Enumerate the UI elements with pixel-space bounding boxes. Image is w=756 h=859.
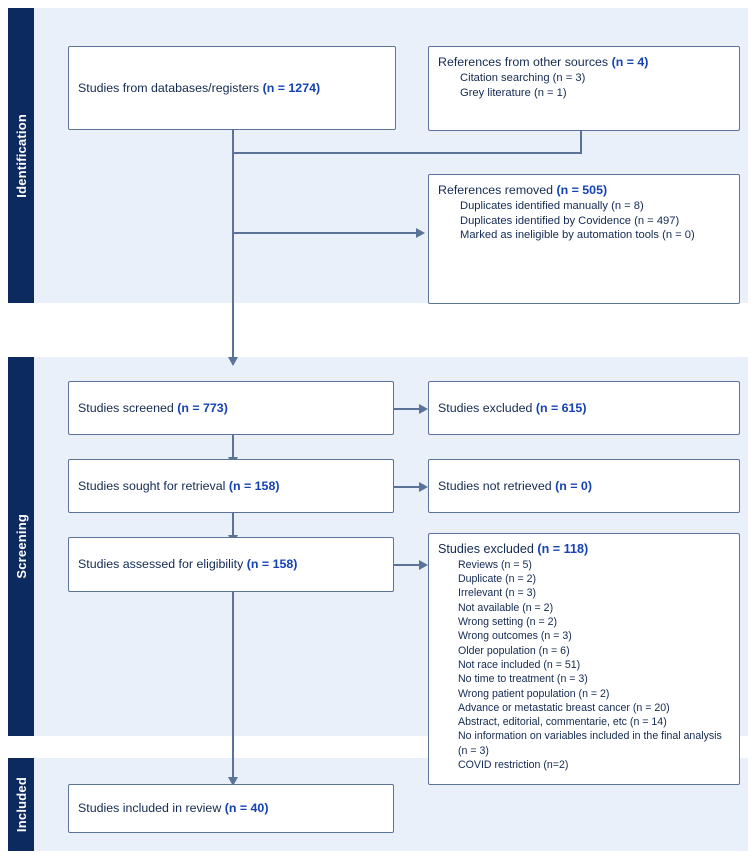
connector-other-sources-down: [580, 131, 582, 153]
connector-references-removed: [232, 232, 417, 234]
arrow-to-excluded-screened: [419, 403, 428, 414]
node-studies-not-retrieved[interactable]: Studies not retrieved (n = 0): [428, 459, 740, 513]
node-sought-retrieval-count: (n = 158): [228, 478, 280, 493]
node-excluded-eligibility-item-6: Wrong outcomes (n = 3): [458, 630, 572, 643]
node-excluded-eligibility-item-7: Older population (n = 6): [458, 644, 570, 657]
node-not-retrieved-title: Studies not retrieved: [438, 478, 552, 493]
node-included-review-count: (n = 40): [224, 801, 269, 816]
stage-label-identification: Identification: [13, 113, 29, 198]
arrow-to-references-removed: [416, 227, 425, 238]
node-studies-sought-retrieval[interactable]: Studies sought for retrieval (n = 158): [68, 459, 394, 513]
node-references-other-sources[interactable]: References from other sources (n = 4) Ci…: [428, 46, 740, 131]
node-excluded-screened-title: Studies excluded: [438, 400, 533, 415]
node-studies-assessed-eligibility[interactable]: Studies assessed for eligibility (n = 15…: [68, 537, 394, 592]
arrow-to-not-retrieved: [419, 481, 428, 492]
arrow-to-excluded-eligibility: [419, 559, 428, 570]
node-studies-excluded-screened[interactable]: Studies excluded (n = 615): [428, 381, 740, 435]
node-other-sources-title: References from other sources: [438, 55, 609, 69]
stage-tab-screening: Screening: [8, 357, 34, 736]
stage-label-screening: Screening: [13, 514, 29, 579]
stage-label-included: Included: [13, 776, 29, 833]
node-references-removed-item-1: Duplicates identified manually (n = 8): [460, 199, 644, 212]
node-screened-count: (n = 773): [177, 400, 228, 415]
connector-other-sources-merge: [232, 152, 582, 154]
node-excluded-eligibility-item-12: Abstract, editorial, commentarie, etc (n…: [458, 716, 667, 729]
node-excluded-eligibility-item-14: COVID restriction (n=2): [458, 759, 569, 772]
connector-screened-excluded: [394, 408, 420, 410]
node-studies-screened[interactable]: Studies screened (n = 773): [68, 381, 394, 435]
node-excluded-eligibility-item-5: Wrong setting (n = 2): [458, 616, 558, 629]
node-assessed-eligibility-title: Studies assessed for eligibility: [78, 557, 244, 572]
node-other-sources-item-1: Citation searching (n = 3): [460, 71, 586, 84]
arrow-to-included-review: [227, 777, 238, 786]
node-studies-included-review[interactable]: Studies included in review (n = 40): [68, 784, 394, 833]
node-excluded-eligibility-item-2: Duplicate (n = 2): [458, 573, 537, 586]
connector-assessed-excluded: [394, 564, 420, 566]
connector-sought-not-retrieved: [394, 486, 420, 488]
node-excluded-eligibility-item-10: Wrong patient population (n = 2): [458, 687, 610, 700]
node-references-removed-item-2: Duplicates identified by Covidence (n = …: [460, 214, 680, 227]
node-other-sources-count: (n = 4): [611, 55, 649, 69]
node-assessed-eligibility-count: (n = 158): [246, 557, 298, 572]
node-references-removed-title: References removed: [438, 183, 554, 197]
node-not-retrieved-count: (n = 0): [555, 478, 592, 493]
node-databases-count: (n = 1274): [262, 80, 321, 95]
node-references-removed-item-3: Marked as ineligible by automation tools…: [460, 229, 695, 242]
node-references-removed-count: (n = 505): [556, 183, 608, 197]
node-excluded-eligibility-item-4: Not available (n = 2): [458, 601, 554, 614]
node-references-removed[interactable]: References removed (n = 505) Duplicates …: [428, 174, 740, 304]
arrow-to-screened: [227, 357, 238, 366]
node-sought-retrieval-title: Studies sought for retrieval: [78, 478, 226, 493]
connector-screened-to-sought: [232, 435, 234, 459]
stage-tab-included: Included: [8, 758, 34, 851]
node-studies-from-databases[interactable]: Studies from databases/registers (n = 12…: [68, 46, 396, 130]
node-excluded-screened-count: (n = 615): [535, 400, 587, 415]
node-excluded-eligibility-count: (n = 118): [537, 542, 589, 556]
node-excluded-eligibility-item-11: Advance or metastatic breast cancer (n =…: [458, 701, 670, 714]
connector-databases-down: [232, 130, 234, 358]
connector-sought-to-assessed: [232, 513, 234, 537]
node-screened-title: Studies screened: [78, 400, 174, 415]
node-studies-excluded-eligibility[interactable]: Studies excluded (n = 118) Reviews (n = …: [428, 533, 740, 785]
connector-assessed-to-included: [232, 592, 234, 779]
node-excluded-eligibility-item-8: Not race included (n = 51): [458, 658, 581, 671]
node-excluded-eligibility-title: Studies excluded: [438, 542, 534, 556]
node-included-review-title: Studies included in review: [78, 801, 222, 816]
node-databases-title: Studies from databases/registers: [78, 80, 260, 95]
node-excluded-eligibility-item-13: No information on variables included in …: [458, 730, 722, 757]
node-excluded-eligibility-item-9: No time to treatment (n = 3): [458, 673, 588, 686]
stage-tab-identification: Identification: [8, 8, 34, 303]
node-excluded-eligibility-item-3: Irrelevant (n = 3): [458, 587, 537, 600]
node-excluded-eligibility-item-1: Reviews (n = 5): [458, 558, 532, 571]
node-other-sources-item-2: Grey literature (n = 1): [460, 86, 567, 99]
